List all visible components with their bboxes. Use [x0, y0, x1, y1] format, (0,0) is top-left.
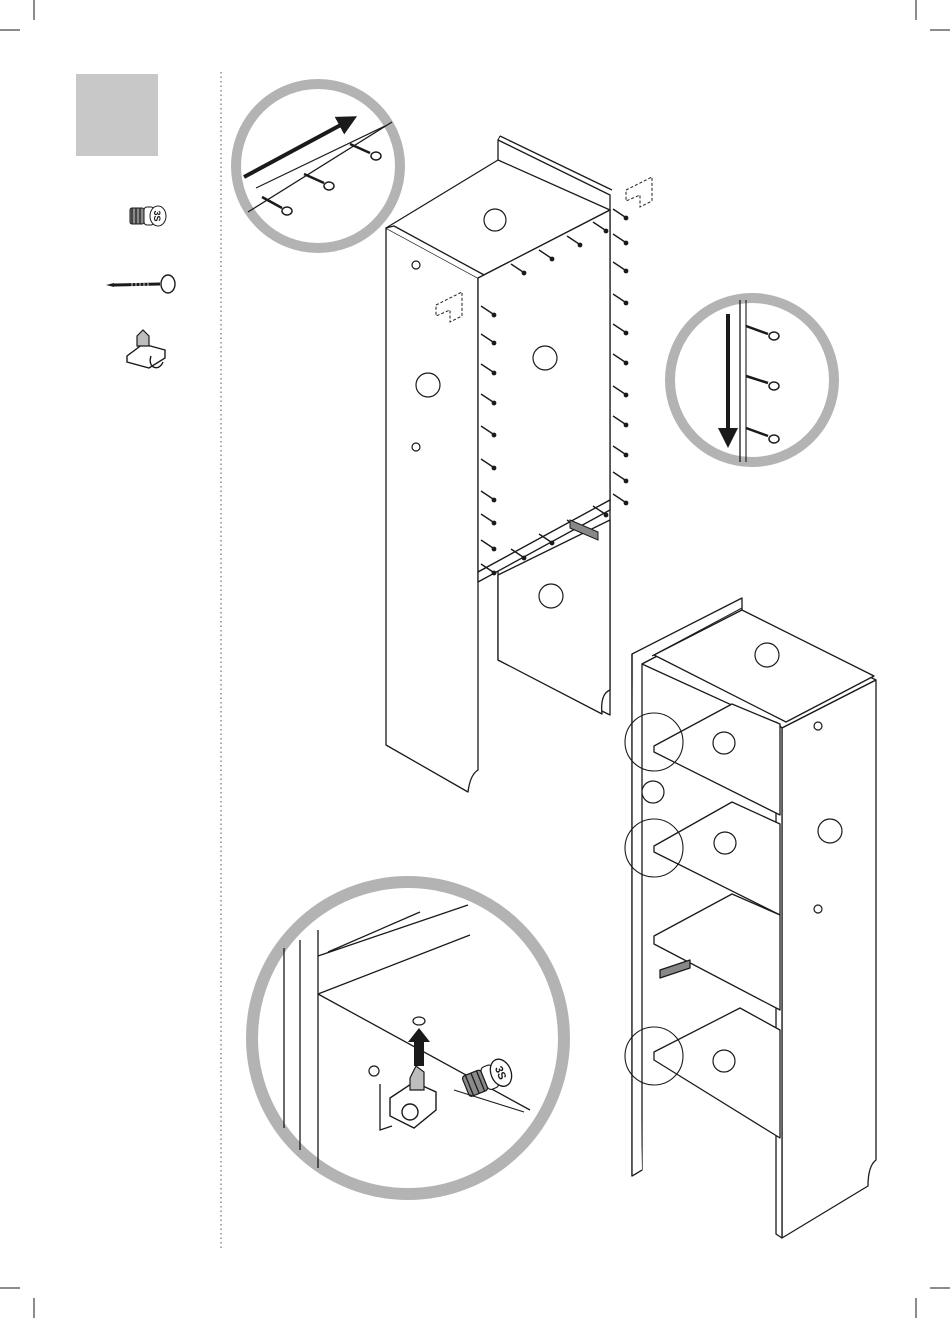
part-circle-side: [416, 373, 440, 397]
part-circle-bottom: [539, 584, 563, 608]
shelf-4: [654, 1008, 780, 1138]
bookcase-right-side: [782, 680, 876, 1238]
detail-circle-top-left: [236, 84, 400, 248]
assembled-bookcase: [632, 598, 876, 1238]
detail-circle-bottom: 3S: [252, 882, 564, 1194]
part-circle-top: [484, 209, 506, 231]
left-side-panel: [386, 228, 478, 792]
nail-row-detail: [262, 144, 381, 215]
detail-arrow-up: [408, 1028, 430, 1066]
detail-circle-right: [670, 298, 834, 462]
shelf-support-insert-detail: [390, 1017, 436, 1128]
part-circle-center: [533, 346, 557, 370]
shelf-3: [654, 894, 780, 1010]
exploded-cabinet: [386, 136, 612, 792]
nail-icon: [106, 275, 175, 293]
shelf-support-icon: [127, 330, 165, 368]
cam-screw-icon: 3S: [130, 206, 166, 226]
cam-screw-text: 3S: [152, 210, 162, 221]
shelf-2: [654, 802, 780, 915]
cam-screw-detail: 3S: [461, 1056, 516, 1100]
nail-column-detail: [746, 326, 779, 443]
